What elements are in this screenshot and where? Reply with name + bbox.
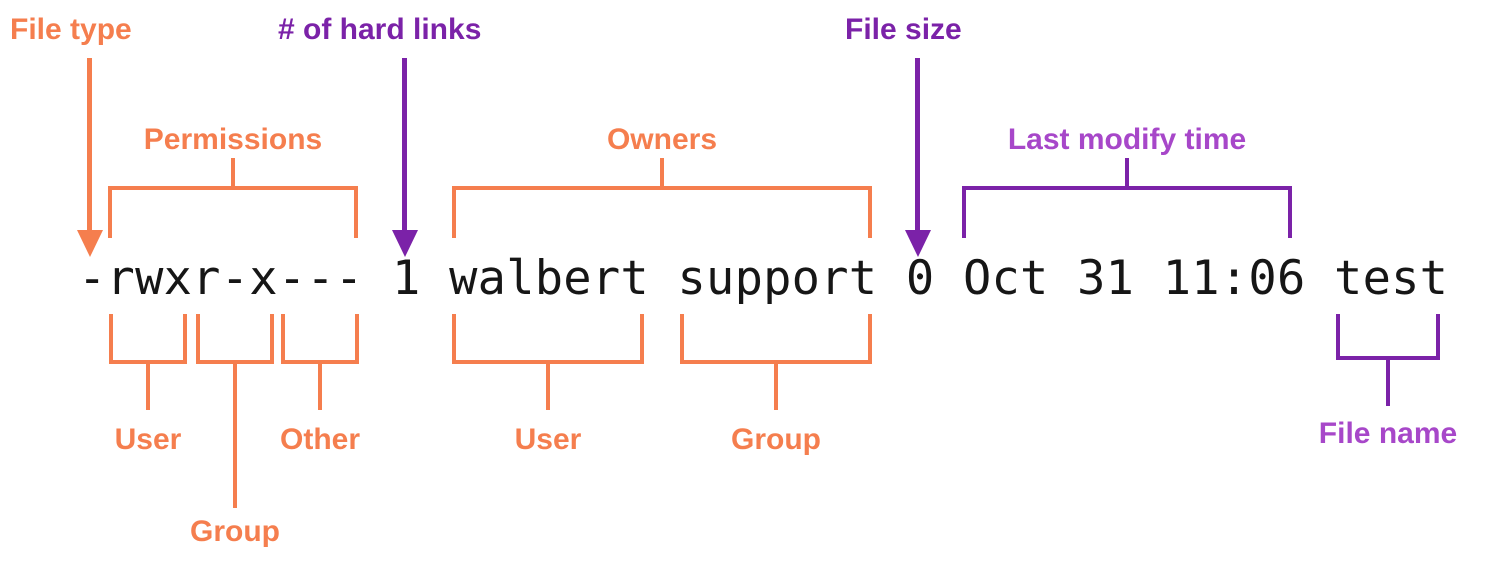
label-owner-group: Group <box>731 423 821 456</box>
file-type-arrow-head <box>77 230 103 257</box>
file-type-arrow-line <box>87 58 92 230</box>
owners-bracket <box>452 186 872 238</box>
label-file-type: File type <box>10 13 132 46</box>
owner-group-bracket <box>680 314 872 364</box>
label-owner-user: User <box>514 423 582 456</box>
perm-other-stub <box>318 364 322 410</box>
owners-bracket-stub <box>660 158 664 188</box>
label-perm-user: User <box>114 423 182 456</box>
owner-user-stub <box>546 364 550 410</box>
label-perm-group: Group <box>190 515 280 548</box>
permissions-bracket-stub <box>231 158 235 188</box>
label-last-modify-time: Last modify time <box>1007 123 1247 156</box>
file-size-arrow-line <box>915 58 920 230</box>
hard-links-arrow-head <box>392 230 418 257</box>
file-name-stub <box>1386 360 1390 406</box>
hard-links-arrow-line <box>402 58 407 230</box>
owner-group-stub <box>774 364 778 410</box>
perm-user-stub <box>146 364 150 410</box>
label-hard-links: # of hard links <box>278 13 482 46</box>
permissions-bracket <box>108 186 358 238</box>
perm-group-bracket <box>196 314 274 364</box>
label-perm-other: Other <box>279 423 361 456</box>
modify-time-bracket-stub <box>1125 158 1129 188</box>
perm-user-bracket <box>109 314 187 364</box>
label-permissions: Permissions <box>143 123 323 156</box>
modify-time-bracket <box>962 186 1292 238</box>
perm-group-stub <box>233 364 237 508</box>
file-size-arrow-head <box>905 230 931 257</box>
file-name-bracket <box>1336 314 1440 360</box>
owner-user-bracket <box>452 314 644 364</box>
ls-output-line: -rwxr-x--- 1 walbert support 0 Oct 31 11… <box>78 251 1449 306</box>
label-owners: Owners <box>606 123 718 156</box>
label-file-name: File name <box>1318 417 1458 450</box>
label-file-size: File size <box>845 13 962 46</box>
perm-other-bracket <box>281 314 359 364</box>
